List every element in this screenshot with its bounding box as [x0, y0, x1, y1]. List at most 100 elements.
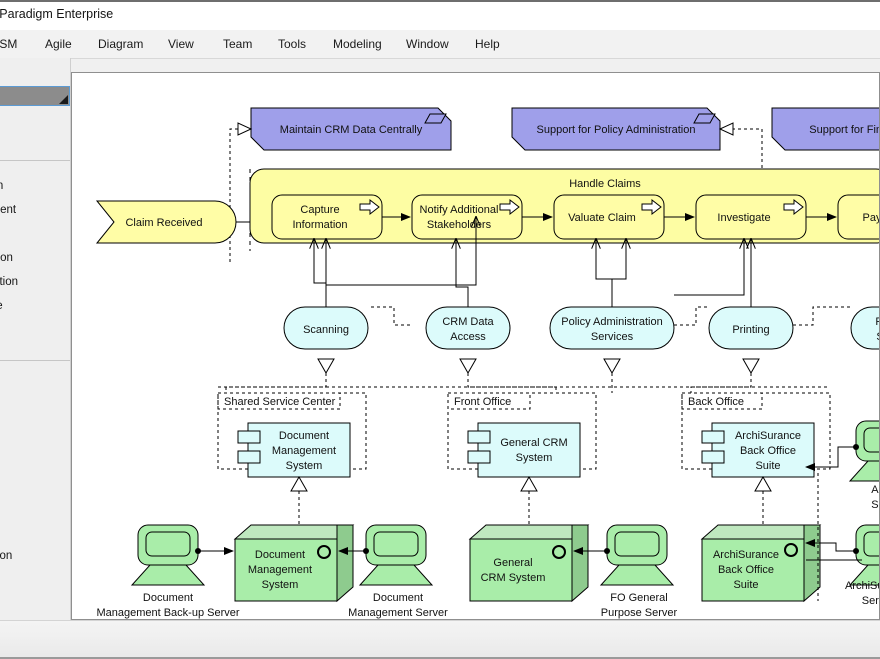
- technology-node-archisurance-back-office-suite[interactable]: ArchiSurance Back Office Suite: [702, 525, 820, 601]
- palette-item-application[interactable]: Application: [0, 550, 12, 562]
- service-label-line1: CRM Data: [442, 316, 494, 328]
- status-bar: [0, 620, 880, 659]
- technology-device-archisurance-server[interactable]: ArchiSurance Server: [845, 525, 880, 607]
- technology-node-general-crm-system[interactable]: General CRM System: [470, 525, 588, 601]
- business-process-investigate[interactable]: Investigate: [696, 195, 806, 239]
- group-label: Back Office: [688, 396, 744, 408]
- service-label-line1: Fi: [875, 316, 880, 328]
- process-label-line1: Valuate Claim: [568, 212, 636, 224]
- palette-separator: [0, 160, 70, 161]
- component-label-line1: Document: [279, 430, 329, 442]
- service-label-line1: Policy Administration: [561, 316, 663, 328]
- palette-item-assignment[interactable]: Assignment: [0, 204, 16, 216]
- group-label: Front Office: [454, 396, 511, 408]
- service-label-line2: S: [876, 331, 880, 343]
- process-label-line2: Information: [292, 219, 347, 231]
- node-label-line1: General: [493, 557, 532, 569]
- component-label-line2: Management: [272, 445, 336, 457]
- node-label-line2: Back Office: [718, 564, 774, 576]
- realization-arrowhead: [238, 123, 251, 135]
- realization-triangles: [318, 359, 759, 373]
- palette-item-realization[interactable]: Realization: [0, 252, 13, 264]
- menu-item-modeling[interactable]: Modeling: [333, 37, 382, 51]
- motivation-element-financial[interactable]: Support for Financial: [772, 108, 880, 150]
- business-event-label: Claim Received: [125, 217, 202, 229]
- technology-device-document-management-server[interactable]: Document Management Server: [348, 525, 448, 619]
- device-label-line2: Se: [871, 499, 880, 511]
- component-label-line2: System: [516, 452, 553, 464]
- node-label-line1: Document: [255, 549, 305, 561]
- application-service-crm-data-access[interactable]: CRM Data Access: [426, 307, 510, 349]
- business-group-label: Handle Claims: [569, 178, 641, 190]
- menu-item-help[interactable]: Help: [475, 37, 500, 51]
- menu-item-window[interactable]: Window: [406, 37, 449, 51]
- business-process-capture-information[interactable]: Capture Information: [272, 195, 382, 239]
- menu-bar[interactable]: TSM Agile Diagram View Team Tools Modeling Wind…: [0, 30, 880, 59]
- realization-arrowhead: [720, 123, 733, 135]
- business-process-valuate-claim[interactable]: Valuate Claim: [554, 195, 664, 239]
- menu-item-agile[interactable]: Agile: [45, 37, 72, 51]
- business-process-pay[interactable]: Pay: [838, 195, 880, 239]
- component-label-line2: Back Office: [740, 445, 796, 457]
- component-label-line3: System: [286, 460, 323, 472]
- group-label: Shared Service Center: [224, 396, 336, 408]
- component-to-node-dotted: [299, 491, 763, 525]
- process-label-line2: Stakeholders: [427, 219, 492, 231]
- node-label-line3: System: [262, 579, 299, 591]
- motivation-element-maintain-crm[interactable]: Maintain CRM Data Centrally: [251, 108, 451, 150]
- component-label-line3: Suite: [755, 460, 780, 472]
- motivation-element-policy-admin[interactable]: Support for Policy Administration: [512, 108, 720, 150]
- application-service-printing[interactable]: Printing: [709, 307, 793, 349]
- palette-item-migration[interactable]: Migration: [0, 180, 3, 192]
- device-label-line1: ArchiSurance: [845, 580, 880, 592]
- palette-expand-corner-icon: [59, 95, 68, 104]
- motivation-label: Support for Policy Administration: [537, 124, 696, 136]
- menu-item-view[interactable]: View: [168, 37, 194, 51]
- device-label-line1: Au: [871, 484, 880, 496]
- archimate-diagram[interactable]: Maintain CRM Data Centrally Support for …: [72, 73, 880, 620]
- node-label-line3: Suite: [733, 579, 758, 591]
- diagram-canvas[interactable]: Maintain CRM Data Centrally Support for …: [71, 72, 880, 620]
- process-label-line1: Pay: [863, 212, 880, 224]
- application-component-archisurance-back-office-suite[interactable]: ArchiSurance Back Office Suite: [702, 423, 814, 477]
- technology-device-fo-general-purpose-server[interactable]: FO General Purpose Server: [601, 525, 678, 619]
- technology-device-auxiliary-server[interactable]: Au Se: [850, 421, 880, 511]
- device-label-line2: Server: [862, 595, 880, 607]
- service-label-line2: Services: [591, 331, 634, 343]
- component-label-line1: ArchiSurance: [735, 430, 801, 442]
- device-label-line2: Management Back-up Server: [96, 607, 239, 619]
- palette-item-influence[interactable]: Influence: [0, 300, 3, 312]
- window-title: Visual Paradigm Enterprise: [0, 7, 113, 21]
- process-label-line1: Notify Additional: [420, 204, 499, 216]
- device-label-line1: FO General: [610, 592, 667, 604]
- palette-separator: [0, 360, 70, 361]
- menu-item-team[interactable]: Team: [223, 37, 252, 51]
- menu-item-tsm[interactable]: TSM: [0, 37, 17, 51]
- device-label-line2: Purpose Server: [601, 607, 678, 619]
- menu-item-tools[interactable]: Tools: [278, 37, 306, 51]
- palette-sidebar[interactable]: MigrationAssignmentUseRealizationAggrega…: [0, 58, 71, 638]
- process-label-line1: Investigate: [717, 212, 770, 224]
- device-label-line1: Document: [143, 592, 193, 604]
- business-process-notify-additional-stakeholders[interactable]: Notify Additional Stakeholders: [412, 195, 522, 239]
- business-event-claim-received[interactable]: Claim Received: [97, 201, 236, 243]
- palette-item-aggregation[interactable]: Aggregation: [0, 276, 18, 288]
- menu-item-diagram[interactable]: Diagram: [98, 37, 143, 51]
- application-component-document-management-system[interactable]: Document Management System: [238, 423, 350, 477]
- application-service-scanning[interactable]: Scanning: [284, 307, 368, 349]
- technology-node-document-management-system[interactable]: Document Management System: [235, 525, 353, 601]
- node-label-line2: CRM System: [481, 572, 546, 584]
- palette-selected-tool[interactable]: [0, 86, 70, 106]
- motivation-label: Maintain CRM Data Centrally: [280, 124, 423, 136]
- component-label-line1: General CRM: [500, 437, 567, 449]
- application-service-financial-services[interactable]: Fi S: [851, 307, 880, 349]
- service-label-line2: Access: [450, 331, 486, 343]
- application-service-policy-administration-services[interactable]: Policy Administration Services: [550, 307, 674, 349]
- window-top-border: [0, 0, 880, 2]
- technology-device-document-management-backup-server[interactable]: Document Management Back-up Server: [96, 525, 239, 619]
- device-label-line2: Management Server: [348, 607, 448, 619]
- node-label-line2: Management: [248, 564, 312, 576]
- service-label-line1: Printing: [732, 324, 769, 336]
- application-component-general-crm-system[interactable]: General CRM System: [468, 423, 580, 477]
